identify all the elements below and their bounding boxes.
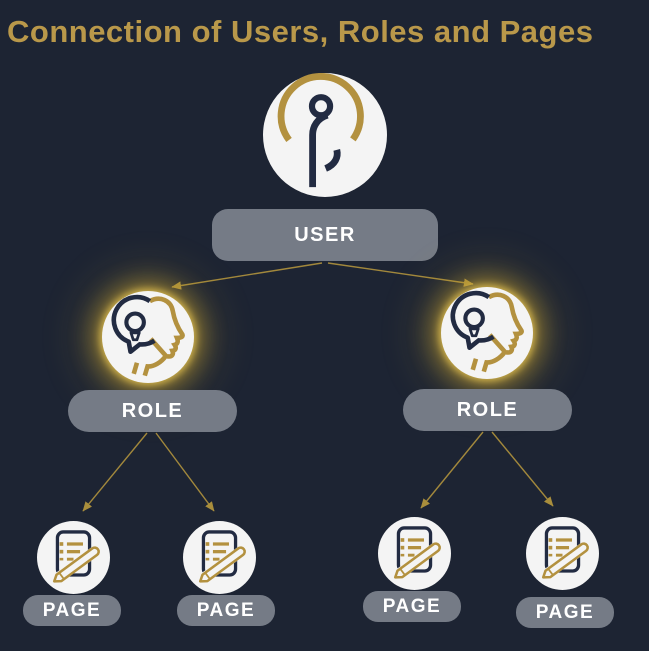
arrow-role1-to-page-2: [155, 432, 215, 512]
role-label-1: ROLE: [68, 390, 237, 432]
user-node: [263, 73, 387, 197]
page-node-4: [526, 517, 599, 590]
document-edit-icon: [198, 530, 246, 584]
person-icon: [277, 73, 364, 188]
document-edit-icon: [393, 526, 441, 580]
page-node-3: [378, 517, 451, 590]
page-label-1: PAGE: [23, 595, 121, 626]
arrow-user-to-role-1: [171, 262, 323, 290]
page-title: Connection of Users, Roles and Pages: [7, 14, 594, 49]
user-label: USER: [212, 209, 438, 261]
arrow-role2-to-page-3: [420, 431, 484, 509]
arrow-role2-to-page-4: [491, 431, 554, 507]
page-node-2: [183, 521, 256, 594]
document-edit-icon: [541, 526, 589, 580]
arrow-user-to-role-2: [327, 262, 474, 287]
head-idea-icon: [111, 294, 185, 377]
page-label-3: PAGE: [363, 591, 461, 622]
role-label-2: ROLE: [403, 389, 572, 431]
head-idea-icon: [450, 290, 524, 373]
arrow-role1-to-page-1: [82, 432, 148, 512]
document-edit-icon: [52, 530, 100, 584]
role-node-2: [441, 287, 533, 379]
page-label-4: PAGE: [516, 597, 614, 628]
page-label-2: PAGE: [177, 595, 275, 626]
page-node-1: [37, 521, 110, 594]
role-node-1: [102, 291, 194, 383]
